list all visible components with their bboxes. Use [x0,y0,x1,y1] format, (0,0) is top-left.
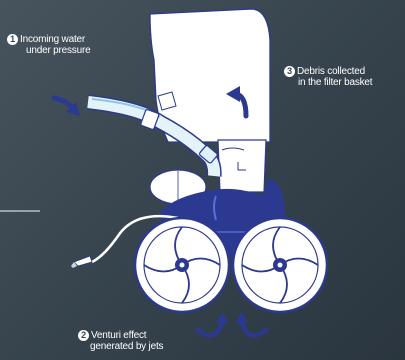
callout-number-badge: 3 [284,66,295,77]
venturi-arrow-left [198,312,229,335]
callout-line2: generated by jets [78,341,163,352]
intake-tube [218,140,266,192]
left-wheel [135,218,229,312]
callout-line1: Debris collected [297,66,365,77]
callout-line1: Incoming water [20,34,85,45]
callout-number-badge: 2 [78,330,89,341]
callout-line1: Venturi effect [91,330,146,341]
callout-line2: under pressure [7,45,90,56]
right-wheel [233,218,327,312]
venturi-arrow-right [236,312,266,335]
callout-line2: in the filter basket [284,77,372,88]
incoming-water-arrow [54,98,80,116]
sweep-hose-nozzle [74,256,92,266]
callout-number-badge: 1 [7,34,18,45]
